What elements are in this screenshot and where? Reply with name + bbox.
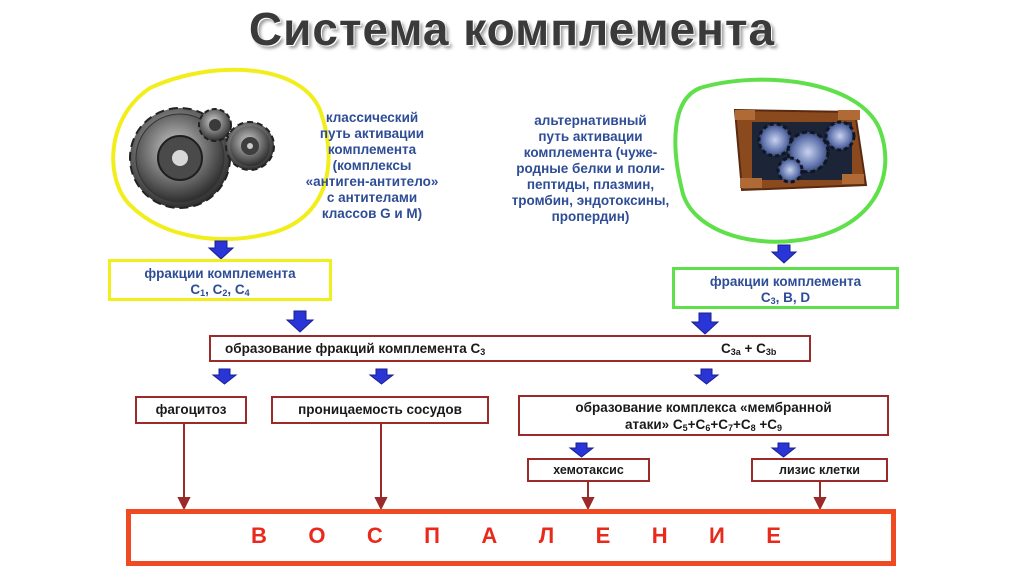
alternative-outline bbox=[673, 77, 888, 244]
gears-icon bbox=[129, 107, 275, 209]
down-arrow-icon bbox=[207, 240, 798, 458]
classic-line: комплемента bbox=[327, 142, 417, 157]
mac-line-2: атаки» C5+C6+C7+C8 +C9 bbox=[624, 417, 783, 433]
classic-line: (комплексы bbox=[332, 158, 412, 173]
alternative-line: комплемента (чуже- bbox=[523, 145, 658, 160]
classic-line: с антителами bbox=[326, 190, 418, 205]
classic-line: классический bbox=[325, 110, 419, 125]
page-title: Система комплемента bbox=[248, 3, 776, 55]
inflammation-letter: П bbox=[424, 523, 440, 548]
classic-pathway-text: классический путь активации комплемента … bbox=[282, 110, 462, 222]
c3-formation-sub: 3 bbox=[480, 347, 486, 357]
mac-formation-box: образование комплекса «мембранной атаки»… bbox=[518, 395, 889, 436]
inflammation-letter: А bbox=[481, 523, 498, 548]
inflammation-letter: Е bbox=[595, 523, 611, 548]
c3-split-result: C3a + C3b bbox=[721, 341, 777, 357]
inflammation-box: В О С П А Л Е Н И Е bbox=[126, 509, 896, 566]
alternative-line: пептиды, плазмин, bbox=[526, 177, 655, 192]
inflammation-letter: Е bbox=[766, 523, 781, 548]
chemotaxis-box: хемотаксис bbox=[527, 458, 650, 482]
inflammation-letter: И bbox=[709, 523, 725, 548]
classic-line: классов G и M) bbox=[321, 206, 423, 221]
alternative-line: тромбин, эндотоксины, bbox=[511, 193, 670, 208]
fractions-classic-value: C1, C2, C4 bbox=[190, 282, 250, 298]
fractions-classic-label: фракции комплемента bbox=[144, 266, 296, 281]
chemotaxis-label: хемотаксис bbox=[553, 463, 624, 477]
alternative-line: альтернативный bbox=[534, 113, 647, 128]
c3-formation-label: образование фракций комплемента C bbox=[225, 341, 481, 356]
alternative-line: путь активации bbox=[538, 129, 643, 144]
alternative-line: пропердин) bbox=[551, 209, 630, 224]
inflammation-text: В О С П А Л Е Н И Е bbox=[131, 514, 891, 558]
classic-line: путь активации bbox=[319, 126, 425, 141]
gear-mechanism-icon bbox=[733, 108, 868, 192]
fractions-alternative-value: C3, B, D bbox=[760, 290, 811, 306]
phagocytosis-label: фагоцитоз bbox=[155, 402, 227, 417]
inflammation-letter: Н bbox=[651, 523, 668, 548]
fractions-classic-box: фракции комплемента C1, C2, C4 bbox=[108, 259, 332, 301]
mac-line-1: образование комплекса «мембранной bbox=[575, 400, 832, 415]
inflammation-letter: Л bbox=[538, 523, 555, 548]
phagocytosis-box: фагоцитоз bbox=[135, 396, 247, 424]
alternative-line: родные белки и поли- bbox=[516, 161, 665, 176]
fractions-alternative-box: фракции комплемента C3, B, D bbox=[672, 267, 899, 309]
inflammation-letter: В bbox=[251, 523, 267, 548]
permeability-box: проницаемость сосудов bbox=[271, 396, 489, 424]
inflammation-letter: С bbox=[366, 523, 383, 548]
fractions-alternative-label: фракции комплемента bbox=[709, 274, 862, 289]
lysis-label: лизис клетки bbox=[779, 463, 860, 477]
permeability-label: проницаемость сосудов bbox=[298, 402, 462, 417]
classic-line: «антиген-антитело» bbox=[305, 174, 439, 189]
classic-outline bbox=[111, 67, 331, 241]
alternative-pathway-text: альтернативный путь активации комплемент… bbox=[488, 113, 693, 225]
c3-formation-box: образование фракций комплемента C3 C3a +… bbox=[209, 335, 811, 362]
lysis-box: лизис клетки bbox=[751, 458, 888, 482]
inflammation-letter: О bbox=[308, 523, 326, 548]
